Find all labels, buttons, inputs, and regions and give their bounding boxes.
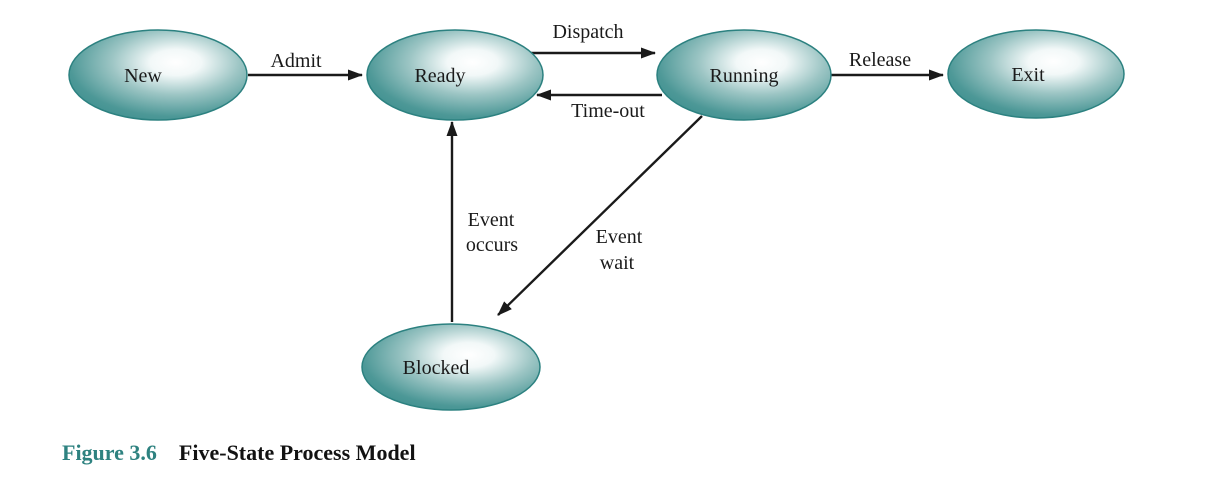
transition-label-event-wait-line2: wait xyxy=(600,252,635,274)
state-label-blocked: Blocked xyxy=(403,357,470,379)
state-diagram: Admit Dispatch Time-out Release Event oc… xyxy=(68,21,1125,411)
transition-label-timeout: Time-out xyxy=(571,100,645,122)
transition-label-dispatch: Dispatch xyxy=(552,21,623,43)
state-label-ready: Ready xyxy=(414,65,465,87)
state-ellipse-exit xyxy=(947,29,1125,119)
transition-label-event-wait-line1: Event xyxy=(596,226,643,248)
state-label-exit: Exit xyxy=(1011,64,1045,86)
transition-label-event-occurs-line2: occurs xyxy=(466,234,518,256)
state-label-new: New xyxy=(124,65,162,87)
state-label-running: Running xyxy=(710,65,779,87)
state-ellipse-new xyxy=(68,29,248,121)
transition-label-admit: Admit xyxy=(270,50,322,72)
figure-number: Figure 3.6 xyxy=(62,440,157,465)
transition-label-release: Release xyxy=(849,49,911,71)
state-ellipse-blocked xyxy=(361,323,541,411)
transition-label-event-occurs-line1: Event xyxy=(468,209,515,231)
state-ellipse-ready xyxy=(366,29,544,121)
figure-caption: Figure 3.6 Five-State Process Model xyxy=(62,440,416,466)
figure-title: Five-State Process Model xyxy=(178,440,416,465)
state-ellipse-running xyxy=(656,29,832,121)
transition-arrow-event-wait xyxy=(497,115,703,316)
